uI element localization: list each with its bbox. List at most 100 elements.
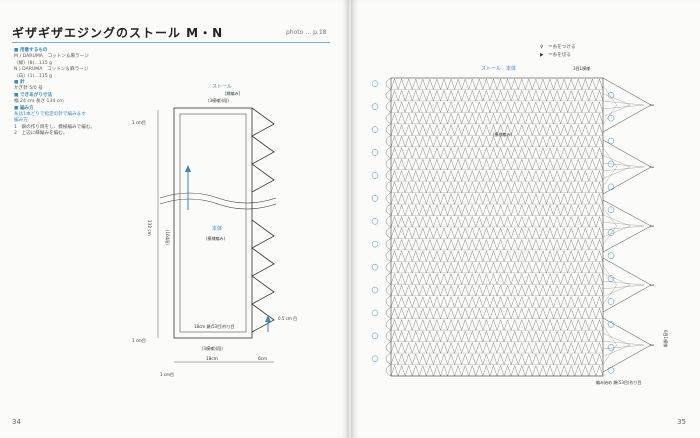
row-number-marker (607, 275, 615, 282)
stitch-symbol (553, 353, 561, 365)
edging-stitch (602, 344, 645, 350)
stitch-symbol (574, 284, 582, 296)
stitch-symbol (447, 273, 455, 285)
stitch-symbol (482, 353, 491, 365)
stitch-symbol (518, 250, 526, 262)
edging-stitch (602, 273, 631, 286)
scallop-edge (385, 77, 392, 90)
stitch-symbol (560, 78, 568, 90)
stitch-symbol (390, 296, 399, 308)
stitch-symbol (404, 112, 413, 124)
title-rule (12, 42, 330, 43)
stitch-symbol (560, 261, 568, 273)
scallop-edge (385, 192, 392, 205)
scallop-edge (385, 226, 392, 239)
stitch-symbol (433, 158, 441, 170)
materials-line: 〈緑〉(8)…115 g (14, 60, 53, 66)
stitch-symbol (560, 193, 568, 205)
stitch-symbol (503, 158, 512, 170)
stitch-symbol (560, 307, 568, 319)
stitch-symbol (404, 193, 413, 205)
stitch-symbol (419, 147, 427, 159)
stitch-symbol (397, 261, 406, 273)
stitch-symbol (433, 284, 441, 296)
materials-line: 2 上辺に縁編みを編む。 (14, 131, 68, 137)
stitch-symbol (433, 319, 441, 331)
stitch-symbol (433, 193, 441, 205)
stitch-symbol (503, 215, 512, 228)
stitch-symbol (419, 250, 427, 262)
stitch-symbol (510, 124, 519, 136)
stitch-symbol (595, 147, 604, 159)
stitch-symbol (539, 250, 547, 262)
stitch-symbol (397, 204, 406, 216)
materials-line: 幅 24 cm 長さ 134 cm (14, 99, 64, 105)
stitch-symbol (489, 353, 498, 365)
stitch-symbol (419, 78, 427, 90)
stitch-symbol (440, 261, 448, 273)
materials-heading: ■ 用意するもの (14, 48, 48, 53)
stitch-symbol (496, 319, 505, 331)
stitch-symbol (539, 135, 547, 147)
stitch-symbol (468, 273, 476, 285)
stitch-symbol (475, 238, 484, 250)
stitch-symbol (482, 101, 491, 113)
stitch-symbol (433, 170, 441, 182)
stitch-symbol (595, 296, 604, 308)
scallop-edge (385, 100, 392, 113)
stitch-symbol (546, 307, 554, 319)
stitch-symbol (390, 193, 399, 205)
stitch-symbol (581, 215, 590, 228)
stitch-symbol (560, 215, 568, 228)
stitch-symbol (397, 342, 406, 354)
stitch-symbol (496, 296, 505, 308)
schematic-body-label: 本体 (212, 225, 222, 232)
stitch-symbol (489, 204, 498, 216)
stitch-symbol (539, 112, 547, 124)
row-markers (371, 80, 615, 374)
stitch-symbol (581, 78, 590, 90)
stitch-symbol (461, 261, 469, 273)
stitch-symbol (525, 193, 533, 205)
row-number-marker (371, 149, 379, 156)
stitch-symbol (539, 101, 547, 113)
stitch-symbol (525, 170, 533, 182)
stitch-symbol (539, 193, 547, 205)
stitch-symbol (390, 124, 399, 136)
stitch-symbol (560, 227, 568, 239)
stitch-symbol (532, 181, 540, 193)
stitch-symbol (440, 250, 448, 262)
stitch-symbol (546, 181, 554, 193)
stitch-symbol (546, 296, 554, 308)
stitch-symbol (454, 364, 462, 377)
stitch-symbol (447, 319, 455, 331)
scissors-icon: ✂ (650, 283, 654, 289)
stitch-symbol (588, 78, 597, 90)
stitch-symbol (539, 147, 547, 159)
stitch-symbol (595, 158, 604, 170)
stitch-symbol (390, 135, 399, 147)
stitch-symbol (588, 353, 597, 365)
stitch-symbol (518, 319, 526, 331)
stitch-symbol (567, 353, 575, 365)
stitch-symbol (482, 342, 491, 354)
scallop-edge (385, 135, 392, 147)
stitch-symbol (581, 170, 590, 182)
stitch-symbol (440, 238, 448, 250)
stitch-symbol (482, 284, 491, 296)
stitch-symbol (404, 307, 413, 319)
stitch-symbol (567, 238, 575, 250)
stitch-symbol (461, 89, 469, 101)
scallop-edge (385, 112, 392, 125)
stitch-symbol (510, 193, 519, 205)
stitch-symbol (567, 78, 575, 90)
edging-stitch (602, 225, 645, 230)
row-number-marker (607, 229, 615, 236)
stitch-symbol (482, 193, 491, 205)
stitch-symbol (539, 227, 547, 239)
stitch-symbol (574, 181, 582, 193)
stitch-symbol (503, 227, 512, 239)
stitch-symbol (525, 147, 533, 159)
stitch-symbol (426, 353, 434, 365)
stitch-symbol (574, 170, 582, 182)
